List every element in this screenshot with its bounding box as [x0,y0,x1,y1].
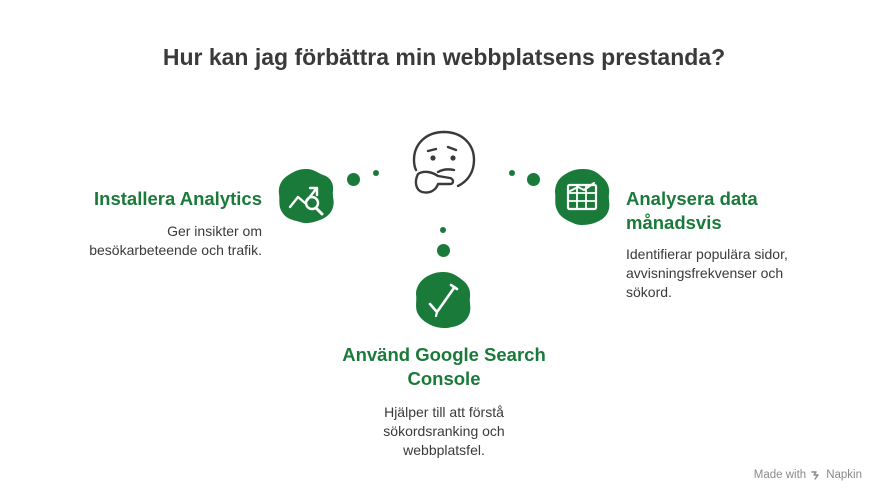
connector-dot [509,170,515,176]
page-title: Hur kan jag förbättra min webbplatsens p… [162,44,726,70]
connector-dot [373,170,379,176]
made-with-napkin: Made with Napkin [754,469,862,481]
footer-prefix: Made with [753,469,807,481]
item-description-analysera-data: Identifierar populära sidor, avvisningsf… [626,246,788,300]
napkin-logo-icon [811,471,819,480]
item-heading-google-search-console: Använd Google Search Console [342,344,546,389]
thinking-face-icon [412,130,476,194]
footer-brand: Napkin [826,469,862,481]
connector-dot [347,173,360,186]
item-heading-analysera-data: Analysera data månadsvis [626,188,758,233]
item-heading-installera-analytics: Installera Analytics [94,188,262,209]
item-description-google-search-console: Hjälper till att förstå sökordsranking o… [383,404,505,458]
spreadsheet-chart-icon [555,169,610,225]
connector-dot [527,173,540,186]
connector-dot [440,227,446,233]
connector-dot [437,244,450,257]
checkmark-pencil-icon [416,272,471,329]
analytics-chart-magnifier-icon [278,169,334,224]
item-description-installera-analytics: Ger insikter om besökarbeteende och traf… [89,223,262,258]
